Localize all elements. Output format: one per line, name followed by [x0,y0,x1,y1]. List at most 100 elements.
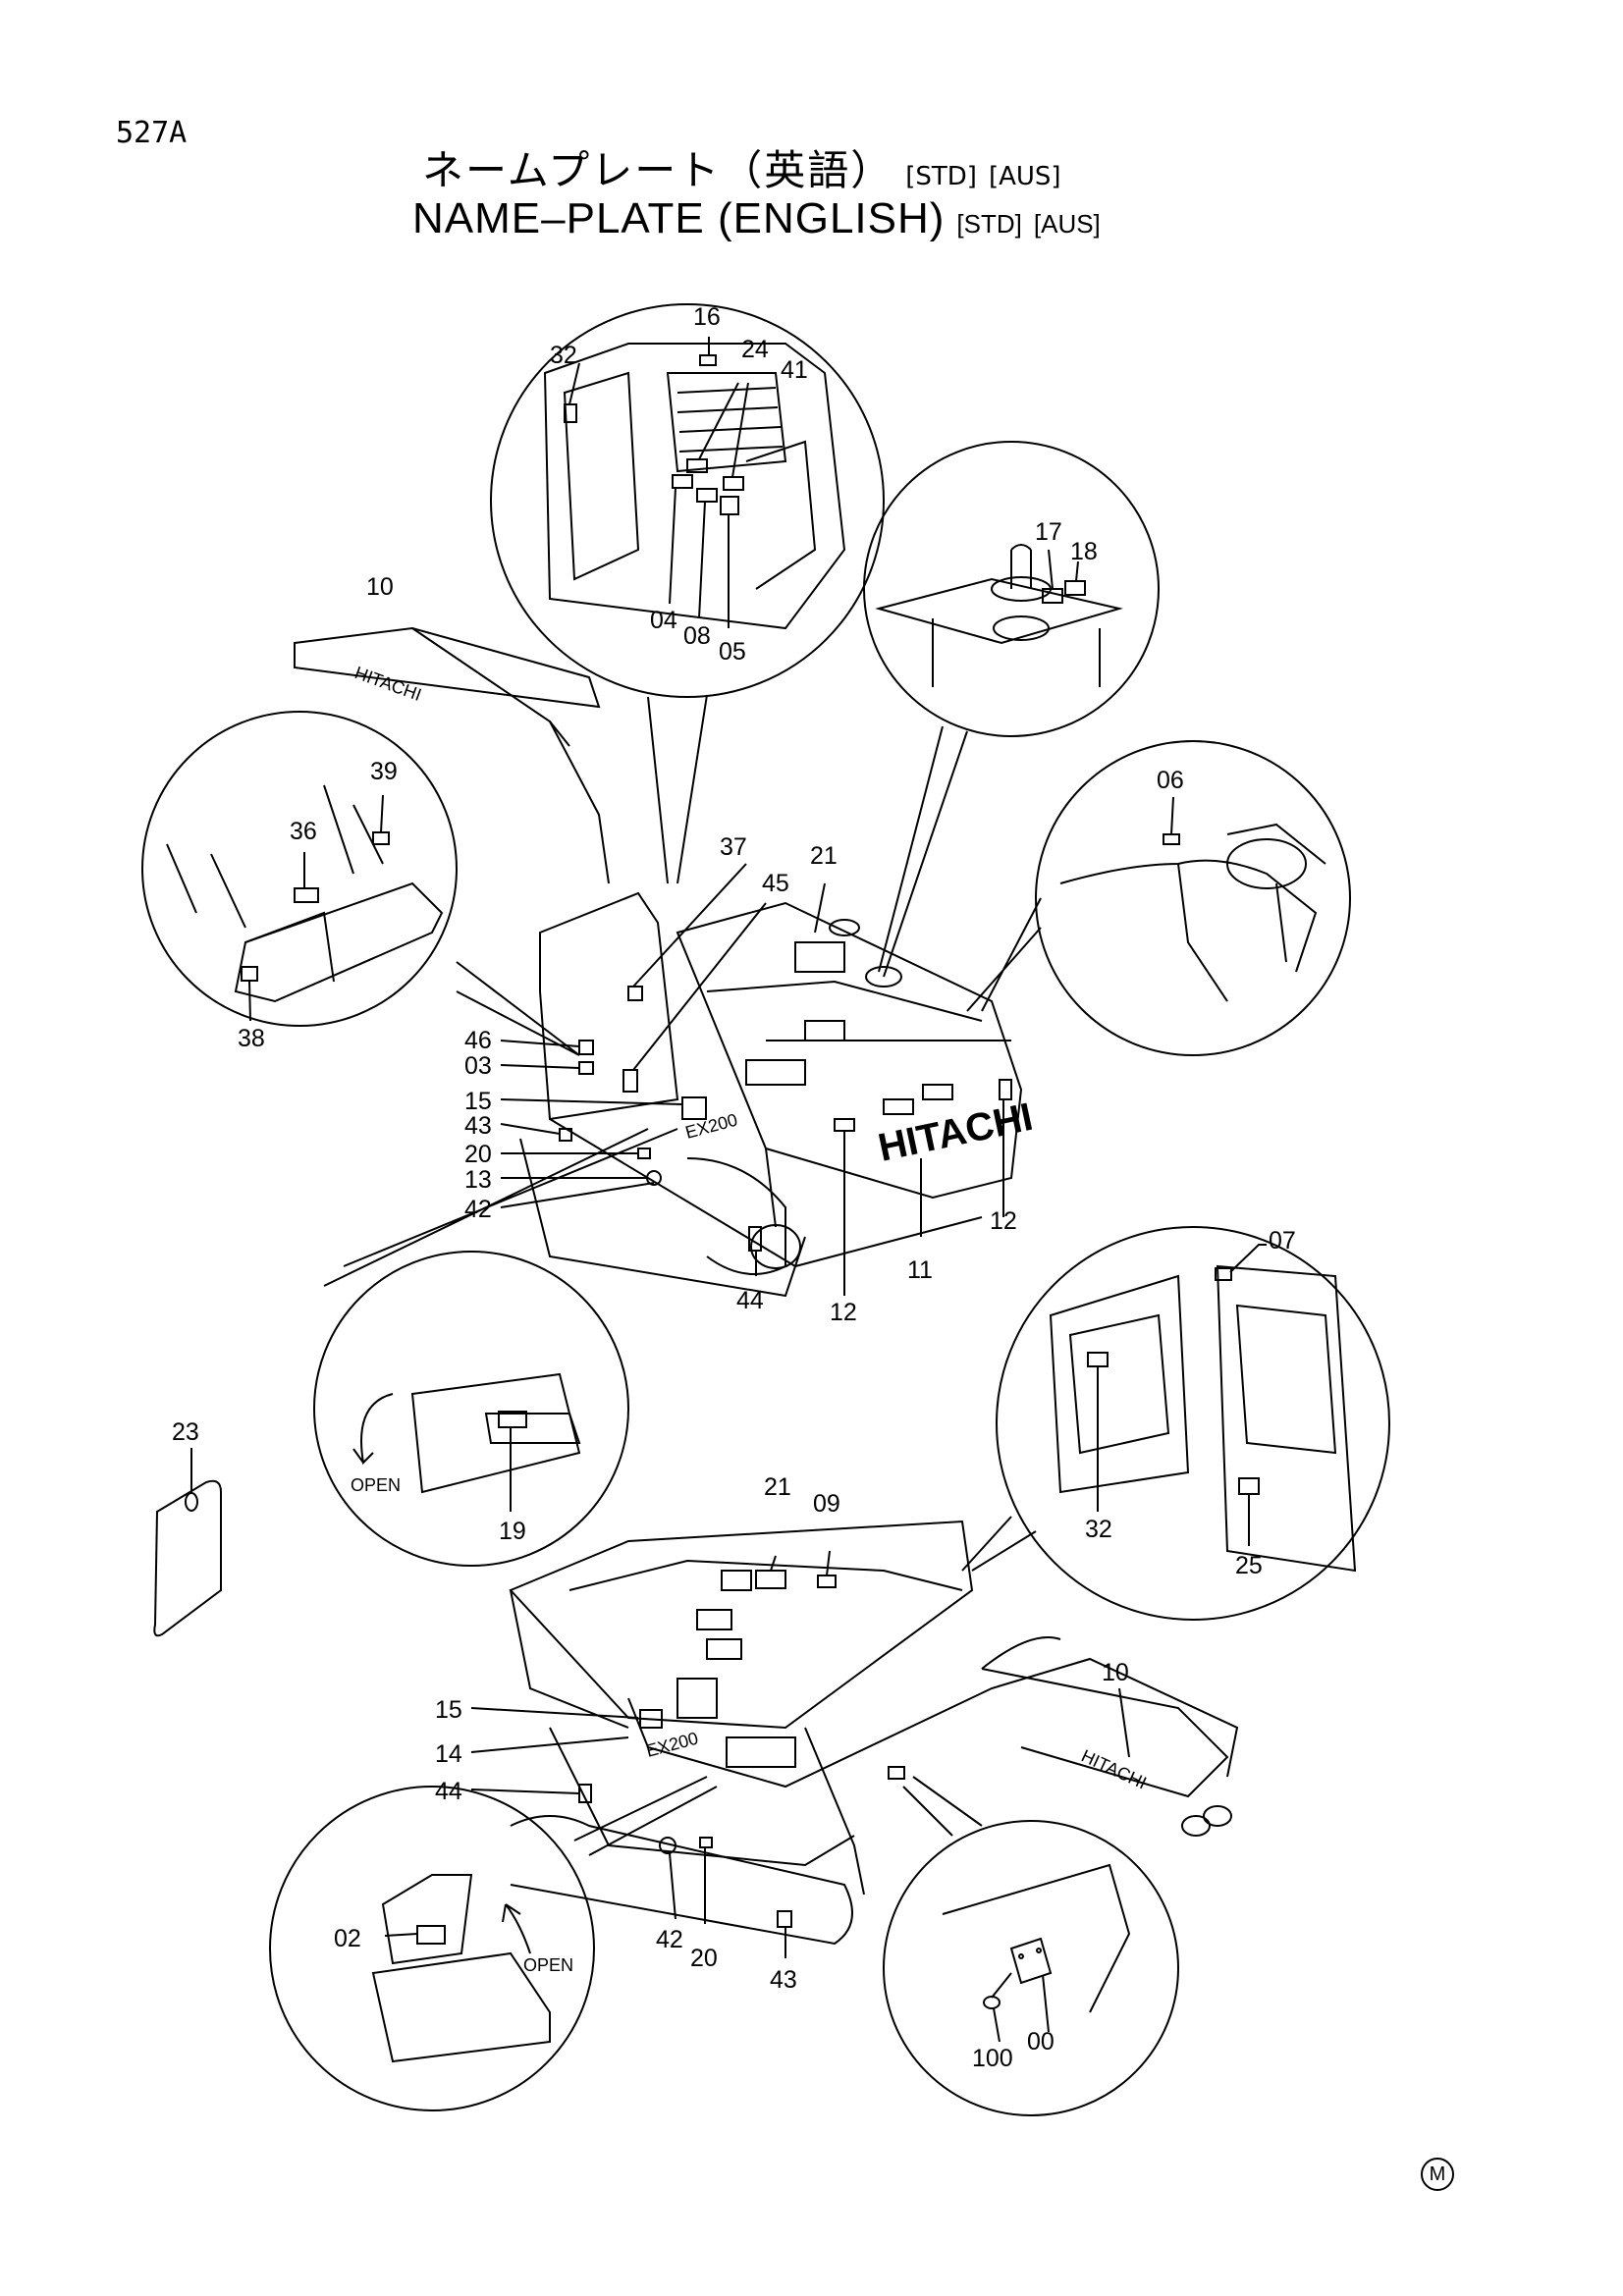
plate-04 [672,474,693,489]
page-number: 527A [116,116,188,150]
callout-45: 45 [762,870,789,897]
title-english: NAME–PLATE (ENGLISH)[STD][AUS] [412,194,1101,243]
plate-00 [1009,1937,1053,1985]
plate-38 [241,966,258,982]
title-en-text: NAME–PLATE (ENGLISH) [412,194,946,242]
callout-43-b: 43 [770,1966,797,1994]
plate-41 [723,476,744,491]
plate-37 [627,986,643,1001]
open-label-1: OPEN [351,1475,401,1495]
plate-06 [1163,833,1180,845]
callout-04: 04 [650,607,677,634]
callout-03: 03 [464,1052,492,1080]
plate-18 [1064,580,1086,596]
machine-lower: HITACHI EX200 [509,1520,1239,1946]
machine-upper: HITACHI EX200 HITACHI [294,626,1037,1298]
detail-fuse-access: OPEN [313,1128,678,1567]
plate-20 [637,1148,651,1159]
callout-37: 37 [720,833,747,861]
callout-06: 06 [1157,767,1184,794]
callout-19: 19 [499,1518,526,1545]
callout-labels: 16 32 24 41 04 08 05 17 18 10 39 36 38 3… [172,303,1296,2072]
plate-43b [777,1910,792,1928]
plate-03 [578,1061,594,1075]
callout-00: 00 [1027,2028,1055,2056]
brand-hitachi-rear: HITACHI [875,1095,1037,1170]
plate-45 [622,1069,638,1093]
callout-20-b: 20 [690,1945,718,1972]
model-badge-2: EX200 [644,1729,700,1761]
plate-24 [686,458,708,473]
warning-tag [153,1448,222,1637]
leader-lines [470,863,1130,1958]
callout-42-b: 42 [656,1926,683,1953]
model-badge: EX200 [683,1110,739,1143]
plate-21b [755,1570,786,1589]
callout-32-b: 32 [1085,1516,1112,1543]
plate-20b [699,1837,713,1848]
callout-23: 23 [172,1418,199,1446]
tag-std: [STD] [905,162,977,191]
callout-08: 08 [683,622,711,650]
callout-21: 21 [810,842,838,870]
callout-43: 43 [464,1112,492,1140]
title-japanese: ネームプレート（英語） [STD] [AUS] [422,137,1061,197]
callout-17: 17 [1035,518,1062,546]
plate-02 [416,1925,446,1945]
callout-38: 38 [238,1025,265,1052]
callout-02: 02 [334,1925,361,1952]
plate-09 [817,1575,837,1588]
corner-mark: M [1421,2158,1454,2191]
detail-engine [966,740,1351,1056]
callout-10-b: 10 [1102,1659,1129,1686]
detail-cab-side [961,1226,1390,1621]
plate-16 [699,354,717,366]
callout-15: 15 [464,1088,492,1115]
callout-14: 14 [435,1740,462,1768]
plate-12b [999,1079,1012,1100]
callout-12-b: 12 [990,1207,1017,1235]
callout-21-b: 21 [764,1473,791,1501]
callout-44: 44 [736,1287,764,1314]
tag-std-en: [STD] [956,209,1022,239]
plate-19 [498,1411,527,1428]
callout-15-b: 15 [435,1696,462,1724]
detail-storage: OPEN [269,1776,718,2111]
callout-09: 09 [813,1490,840,1518]
callout-25: 25 [1235,1552,1263,1579]
plate-15 [681,1096,707,1120]
callout-39: 39 [370,758,398,785]
detail-control-levers [141,711,580,1056]
callout-12-a: 12 [830,1299,857,1326]
tag-aus: [AUS] [988,162,1061,191]
brand-hitachi-boom: HITACHI [352,663,424,705]
callout-44-b: 44 [435,1778,462,1805]
detail-cab-interior [490,303,885,884]
callout-05: 05 [719,638,746,666]
plate-39 [372,831,390,845]
callout-32: 32 [550,342,577,369]
callout-100: 100 [972,2045,1013,2072]
callout-11: 11 [907,1256,933,1284]
callout-42: 42 [464,1196,492,1223]
brand-hitachi-boom-2: HITACHI [1078,1745,1150,1792]
callout-10: 10 [366,573,394,601]
plate-12a [834,1118,855,1132]
plate-05 [720,496,739,515]
title-jp-text: ネームプレート（英語） [422,146,894,194]
plate-32b [1087,1352,1109,1367]
detail-battery [863,441,1160,978]
callout-16: 16 [693,303,721,331]
plate-43 [559,1128,572,1142]
callout-36: 36 [290,818,317,845]
callout-46: 46 [464,1027,492,1054]
callout-13: 13 [464,1166,492,1194]
plate-08 [696,488,718,503]
callout-41: 41 [781,356,808,384]
plate-15b [639,1709,663,1729]
callout-18: 18 [1070,538,1098,565]
callout-20: 20 [464,1141,492,1168]
callout-24: 24 [741,336,769,363]
screw-100 [991,1972,1012,1999]
